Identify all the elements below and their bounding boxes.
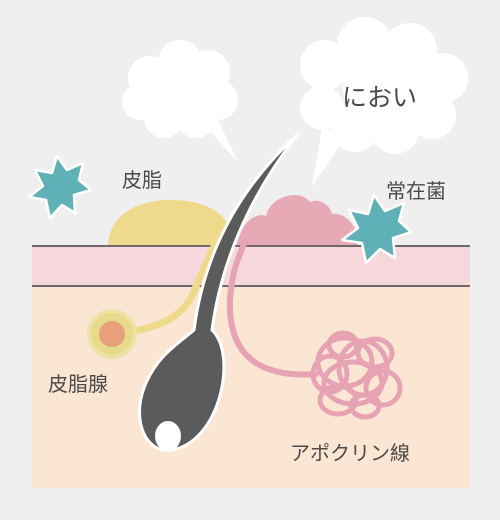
sebaceous-gland-core [99, 321, 125, 347]
bacteria-star-left [27, 154, 93, 220]
smell-cloud-left [122, 40, 238, 162]
hair-follicle [138, 132, 300, 452]
epidermis-layer [32, 246, 470, 286]
sebum-label: 皮脂 [122, 168, 162, 192]
bacteria-label: 常在菌 [386, 179, 446, 203]
smell-label: におい [342, 83, 418, 112]
sebaceous-gland-label: 皮脂腺 [48, 372, 108, 396]
apocrine-duct [226, 237, 319, 378]
smell-cloud-right [300, 17, 468, 186]
sebum-mound [108, 200, 236, 248]
hair-bulb [155, 421, 181, 451]
odor-mound [236, 194, 359, 248]
bacteria-star-right [340, 193, 413, 265]
apocrine-gland-label: アポクリン線 [290, 441, 410, 465]
apocrine-gland-coil [310, 330, 403, 420]
